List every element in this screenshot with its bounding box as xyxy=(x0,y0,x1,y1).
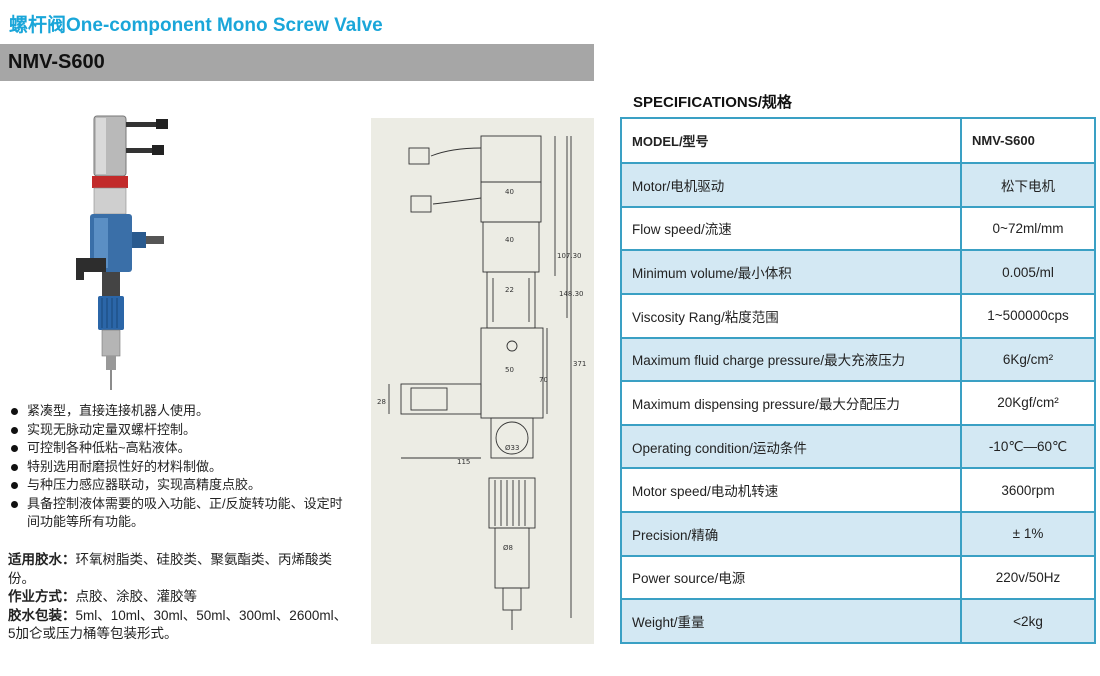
spec-label: Maximum dispensing pressure/最大分配压力 xyxy=(620,380,962,426)
spec-label: Weight/重量 xyxy=(620,598,962,644)
spec-label: Viscosity Rang/粘度范围 xyxy=(620,292,962,339)
spec-label: Flow speed/流速 xyxy=(620,205,962,252)
dim-label: 40 xyxy=(505,188,514,196)
glue-line: 适用胶水：环氧树脂类、硅胶类、聚氨酯类、丙烯酸类份。 xyxy=(8,551,353,588)
method-line: 作业方式：点胶、涂胶、灌胶等 xyxy=(8,588,353,607)
spec-label: Precision/精确 xyxy=(620,511,962,557)
feature-item: 实现无脉动定量双螺杆控制。 xyxy=(8,421,353,440)
dim-label: Ø8 xyxy=(503,544,513,552)
spec-row: Flow speed/流速 0~72ml/mm xyxy=(620,205,1096,252)
dim-label: 40 xyxy=(505,236,514,244)
spec-row: Maximum dispensing pressure/最大分配压力 20Kgf… xyxy=(620,380,1096,426)
spec-title: SPECIFICATIONS/规格 xyxy=(633,94,792,111)
spec-row: Maximum fluid charge pressure/最大充液压力 6Kg… xyxy=(620,336,1096,383)
spec-value: -10℃—60℃ xyxy=(960,423,1096,470)
product-photo xyxy=(76,115,168,390)
spec-table: MODEL/型号 NMV-S600 Motor/电机驱动 松下电机 Flow s… xyxy=(620,117,1096,644)
technical-drawing: 40 40 107.30 148.30 22 50 70 371 28 115 … xyxy=(371,118,594,644)
spec-label: Maximum fluid charge pressure/最大充液压力 xyxy=(620,336,962,383)
spec-row: Operating condition/运动条件 -10℃—60℃ xyxy=(620,423,1096,470)
dim-label: 28 xyxy=(377,398,386,406)
page-title-cn: 螺杆阀 xyxy=(9,15,67,36)
spec-value: 0.005/ml xyxy=(960,249,1096,295)
dim-label: 115 xyxy=(457,458,470,466)
page-title: 螺杆阀One-component Mono Screw Valve xyxy=(9,10,383,37)
dim-label: 371 xyxy=(573,360,586,368)
spec-row: Minimum volume/最小体积 0.005/ml xyxy=(620,249,1096,295)
spec-value: 0~72ml/mm xyxy=(960,205,1096,252)
spec-label: Operating condition/运动条件 xyxy=(620,423,962,470)
spec-label: Motor/电机驱动 xyxy=(620,162,962,208)
pack-line: 胶水包装：5ml、10ml、30ml、50ml、300ml、2600ml、5加仑… xyxy=(8,607,353,644)
model-bar: NMV-S600 xyxy=(0,44,594,81)
feature-item: 可控制各种低粘~高粘液体。 xyxy=(8,439,353,458)
feature-item: 具备控制液体需要的吸入功能、正/反旋转功能、设定时间功能等所有功能。 xyxy=(8,495,353,532)
spec-row: Viscosity Rang/粘度范围 1~500000cps xyxy=(620,292,1096,339)
dim-label: 70 xyxy=(539,376,548,384)
pack-text: 5ml、10ml、30ml、50ml、300ml、2600ml、5加仑或压力桶等… xyxy=(8,607,348,642)
feature-item: 特别选用耐磨损性好的材料制做。 xyxy=(8,458,353,477)
page-title-en: One-component Mono Screw Valve xyxy=(66,15,383,36)
spec-value: ± 1% xyxy=(960,511,1096,557)
spec-value: 3600rpm xyxy=(960,467,1096,513)
glue-label: 适用胶水： xyxy=(8,552,76,567)
dim-label: 107.30 xyxy=(557,252,582,260)
spec-row: Power source/电源 220v/50Hz xyxy=(620,554,1096,601)
spec-label: Power source/电源 xyxy=(620,554,962,601)
dim-label: 22 xyxy=(505,286,514,294)
spec-value: 220v/50Hz xyxy=(960,554,1096,601)
dim-label: 50 xyxy=(505,366,514,374)
feature-item: 紧凑型，直接连接机器人使用。 xyxy=(8,402,353,421)
dim-label: Ø33 xyxy=(505,444,519,452)
glue-text: 环氧树脂类、硅胶类、聚氨酯类、丙烯酸类份。 xyxy=(8,552,332,586)
spec-label: MODEL/型号 xyxy=(620,117,962,164)
spec-value: 松下电机 xyxy=(960,162,1096,208)
spec-label: Motor speed/电动机转速 xyxy=(620,467,962,513)
spec-value: 1~500000cps xyxy=(960,292,1096,339)
spec-label: Minimum volume/最小体积 xyxy=(620,249,962,295)
feature-item: 与种压力感应器联动，实现高精度点胶。 xyxy=(8,476,353,495)
usage-section: 适用胶水：环氧树脂类、硅胶类、聚氨酯类、丙烯酸类份。 作业方式：点胶、涂胶、灌胶… xyxy=(8,551,353,644)
dim-label: 148.30 xyxy=(559,290,584,298)
spec-row: Weight/重量 <2kg xyxy=(620,598,1096,644)
method-text: 点胶、涂胶、灌胶等 xyxy=(75,589,198,604)
spec-row: Motor/电机驱动 松下电机 xyxy=(620,162,1096,208)
spec-value: 6Kg/cm² xyxy=(960,336,1096,383)
model-name: NMV-S600 xyxy=(8,51,105,73)
spec-value: 20Kgf/cm² xyxy=(960,380,1096,426)
spec-value: NMV-S600 xyxy=(960,117,1096,164)
pack-label: 胶水包装： xyxy=(8,607,76,623)
method-label: 作业方式： xyxy=(8,589,76,604)
feature-list: 紧凑型，直接连接机器人使用。 实现无脉动定量双螺杆控制。 可控制各种低粘~高粘液… xyxy=(8,402,353,532)
spec-header-row: MODEL/型号 NMV-S600 xyxy=(620,117,1096,164)
spec-value: <2kg xyxy=(960,598,1096,644)
spec-row: Motor speed/电动机转速 3600rpm xyxy=(620,467,1096,513)
spec-row: Precision/精确 ± 1% xyxy=(620,511,1096,557)
